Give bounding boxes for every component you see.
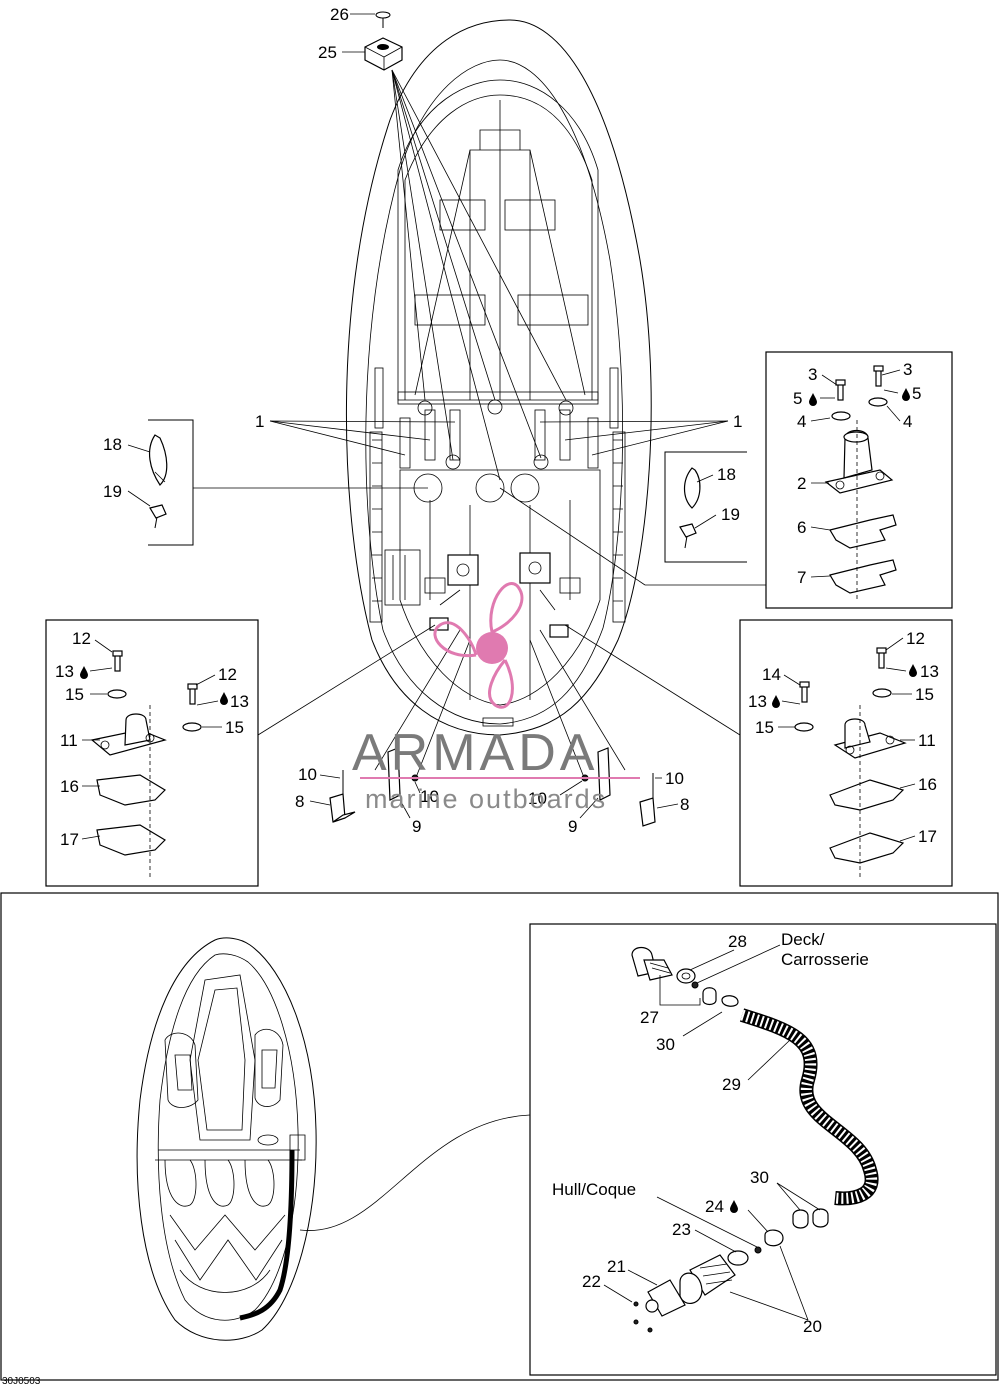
box-parts-18-19-left: 18 19 xyxy=(103,419,428,546)
label-deck-fr: Carrosserie xyxy=(781,950,869,969)
callout-4-left: 4 xyxy=(797,412,806,431)
callout-5-left: 5 xyxy=(793,389,802,408)
label-hull: Hull/Coque xyxy=(552,1180,636,1199)
callout-1-left: 1 xyxy=(255,412,264,431)
box-parts-2-7: 3 3 5 5 4 4 2 6 7 xyxy=(499,351,953,609)
bottom-panel: Deck/ Carrosserie Hull/Coque 28 27 30 29… xyxy=(0,892,999,1381)
callout-12-left-b: 12 xyxy=(218,665,237,684)
callout-29: 29 xyxy=(722,1075,741,1094)
callout-14: 14 xyxy=(762,665,781,684)
callout-18-left: 18 xyxy=(103,435,122,454)
callout-3-left: 3 xyxy=(808,365,817,384)
box-parts-18-19-right: 18 19 xyxy=(664,451,747,563)
callout-10-c: 10 xyxy=(528,789,547,808)
callout-11-right: 11 xyxy=(918,731,936,750)
callout-19-right: 19 xyxy=(721,505,740,524)
left-strake xyxy=(369,367,384,623)
callout-16-right: 16 xyxy=(918,775,937,794)
callout-8-b: 8 xyxy=(680,795,689,814)
callout-16-left: 16 xyxy=(60,777,79,796)
callout-2: 2 xyxy=(797,474,806,493)
callout-13-right-a: 13 xyxy=(920,662,939,681)
watermark-brand: ARMADA xyxy=(352,724,598,782)
callout-10-d: 10 xyxy=(665,769,684,788)
fastener-leaders xyxy=(391,69,567,481)
callout-12-right-a: 12 xyxy=(906,629,925,648)
callout-17-left: 17 xyxy=(60,830,79,849)
callout-13-left-b: 13 xyxy=(230,692,249,711)
callout-18-right: 18 xyxy=(717,465,736,484)
callout-12-left-a: 12 xyxy=(72,629,91,648)
vent-kit-box: Deck/ Carrosserie Hull/Coque 28 27 30 29… xyxy=(529,923,997,1376)
callout-19-left: 19 xyxy=(103,482,122,501)
label-deck: Deck/ xyxy=(781,930,825,949)
callout-15-left-a: 15 xyxy=(65,685,84,704)
watermark-logo xyxy=(433,582,524,709)
callout-9-a: 9 xyxy=(412,817,421,836)
callout-10-b: 10 xyxy=(420,787,439,806)
brackets-8-9-10: 10 8 10 9 10 9 10 8 xyxy=(295,629,689,836)
callout-15-right-b: 15 xyxy=(755,718,774,737)
hull-top-view xyxy=(345,19,652,736)
right-strake xyxy=(609,367,626,623)
callout-7: 7 xyxy=(797,568,806,587)
callout-5-right: 5 xyxy=(912,384,921,403)
callout-20: 20 xyxy=(803,1317,822,1336)
callout-28: 28 xyxy=(728,932,747,951)
callout-15-right-a: 15 xyxy=(915,685,934,704)
callout-30-b: 30 xyxy=(750,1168,769,1187)
part-26-screw xyxy=(375,11,391,28)
callout-27: 27 xyxy=(640,1008,659,1027)
watermark: ARMADA marine outboards xyxy=(352,582,640,814)
callout-30-a: 30 xyxy=(656,1035,675,1054)
callout-4-right: 4 xyxy=(903,412,912,431)
callout-13-right-b: 13 xyxy=(748,692,767,711)
figure-code: 30J0503 xyxy=(2,1376,41,1387)
callout-26: 26 xyxy=(330,5,349,24)
deck-perspective-view xyxy=(136,937,317,1341)
callout-23: 23 xyxy=(672,1220,691,1239)
box-parts-11-17-left: 12 13 15 12 13 15 11 16 17 xyxy=(45,619,436,887)
callout-17-right: 17 xyxy=(918,827,937,846)
callout-1-right: 1 xyxy=(733,412,742,431)
callout-3-right: 3 xyxy=(903,360,912,379)
callout-13-left-a: 13 xyxy=(55,662,74,681)
box-parts-11-17-right: 12 13 15 14 13 15 11 16 17 xyxy=(564,619,953,887)
callout-22: 22 xyxy=(582,1272,601,1291)
callout-25: 25 xyxy=(318,43,337,62)
callout-21: 21 xyxy=(607,1257,626,1276)
part-25-pad xyxy=(364,37,403,71)
callout-15-left-b: 15 xyxy=(225,718,244,737)
callout-6: 6 xyxy=(797,518,806,537)
callout-10-a: 10 xyxy=(298,765,317,784)
callout-11-left: 11 xyxy=(60,731,78,750)
watermark-tagline: marine outboards xyxy=(365,784,607,814)
callout-8-a: 8 xyxy=(295,792,304,811)
callout-24: 24 xyxy=(705,1197,724,1216)
callout-9-b: 9 xyxy=(568,817,577,836)
